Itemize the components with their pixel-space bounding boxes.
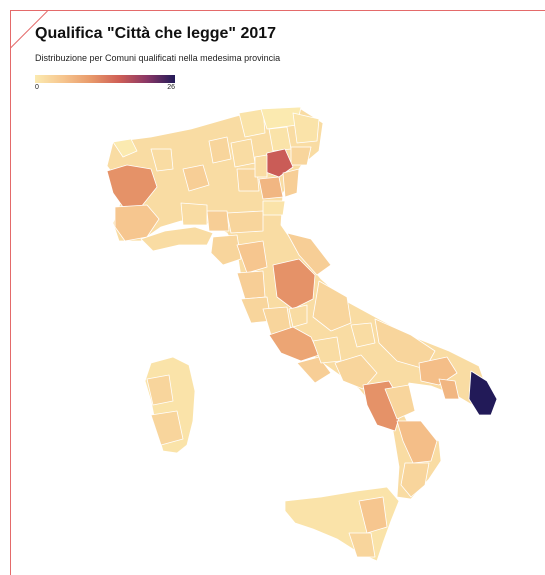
province-ferrara[interactable] xyxy=(262,200,286,216)
province-perugia[interactable] xyxy=(272,258,316,310)
province-sardegna-ovest[interactable] xyxy=(146,374,174,406)
province-pordenone[interactable] xyxy=(290,146,312,166)
province-torino[interactable] xyxy=(106,164,158,208)
chart-frame: Qualifica "Città che legge" 2017 Distrib… xyxy=(10,10,545,575)
province-terni[interactable] xyxy=(288,304,308,328)
province-milano[interactable] xyxy=(182,164,210,192)
legend-max-label: 26 xyxy=(167,84,175,91)
province-toscana-nord[interactable] xyxy=(210,234,242,266)
province-abruzzo[interactable] xyxy=(312,280,352,332)
color-legend: 0 26 xyxy=(35,75,175,95)
legend-min-label: 0 xyxy=(35,84,39,91)
province-bologna[interactable] xyxy=(226,210,264,234)
province-molise[interactable] xyxy=(350,322,376,348)
province-valle-d-aosta[interactable] xyxy=(112,138,138,158)
province-latina[interactable] xyxy=(296,356,332,384)
province-parma[interactable] xyxy=(180,202,208,226)
province-marche[interactable] xyxy=(286,232,332,276)
chart-subtitle: Distribuzione per Comuni qualificati nel… xyxy=(35,53,281,63)
province-lecce[interactable] xyxy=(468,370,498,416)
province-venezia[interactable] xyxy=(282,168,300,198)
province-sardegna-sud[interactable] xyxy=(150,410,184,446)
province-basilicata[interactable] xyxy=(384,384,416,420)
legend-gradient-bar xyxy=(35,75,175,83)
province-firenze[interactable] xyxy=(236,240,268,274)
province-bari[interactable] xyxy=(418,356,458,386)
province-verona[interactable] xyxy=(236,168,260,192)
province-calabria-nord[interactable] xyxy=(396,420,438,464)
province-vicenza[interactable] xyxy=(254,154,268,178)
province-calabria-sud[interactable] xyxy=(400,462,430,498)
province-liguria[interactable] xyxy=(140,226,214,252)
province-trento[interactable] xyxy=(238,108,266,138)
province-modena[interactable] xyxy=(206,210,230,232)
province-brescia[interactable] xyxy=(230,138,256,168)
province-ragusa[interactable] xyxy=(348,532,376,558)
province-siena[interactable] xyxy=(236,270,266,300)
province-udine[interactable] xyxy=(292,112,320,144)
province-biella[interactable] xyxy=(150,148,174,172)
province-belluno[interactable] xyxy=(268,126,292,152)
province-campania[interactable] xyxy=(334,354,378,390)
italy-map xyxy=(106,106,498,562)
province-taranto[interactable] xyxy=(438,378,460,400)
chart-title: Qualifica "Città che legge" 2017 xyxy=(35,25,277,42)
province-bergamo[interactable] xyxy=(208,136,232,164)
province-padova[interactable] xyxy=(258,176,284,200)
province-catania[interactable] xyxy=(358,496,388,534)
